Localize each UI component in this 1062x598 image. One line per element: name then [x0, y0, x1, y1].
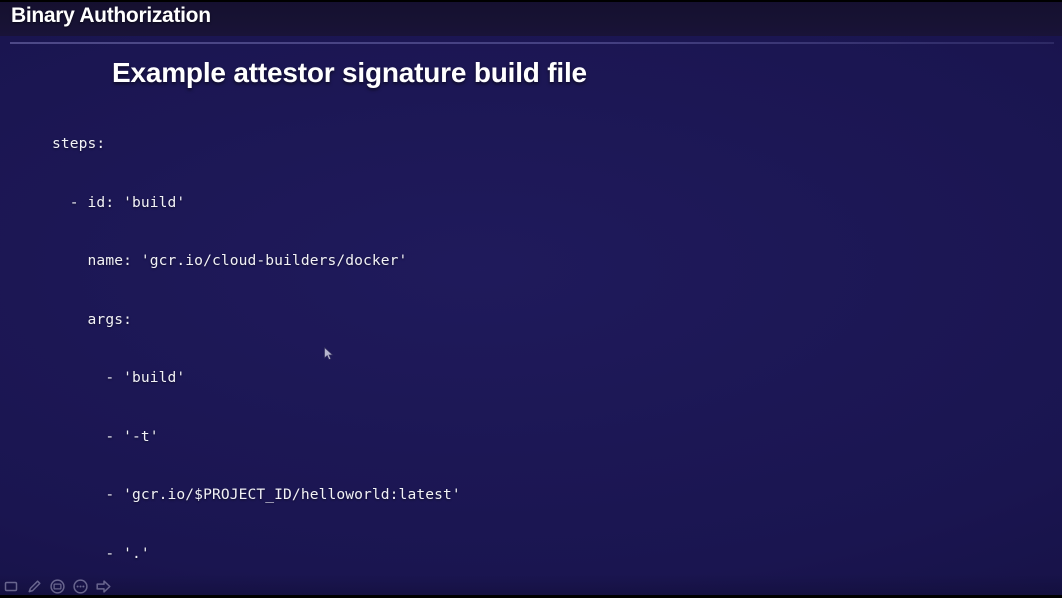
- next-slide-arrow-icon[interactable]: [93, 576, 114, 597]
- pointer-icon[interactable]: [1, 576, 22, 597]
- presentation-title: Binary Authorization: [11, 4, 211, 27]
- code-line: args:: [52, 310, 132, 328]
- code-line: name: 'gcr.io/cloud-builders/docker': [52, 252, 408, 269]
- code-line: - 'gcr.io/$PROJECT_ID/helloworld:latest': [52, 486, 461, 503]
- slide-header-bar: Binary Authorization: [0, 0, 1062, 36]
- pen-icon[interactable]: [24, 576, 45, 597]
- presentation-icon[interactable]: [47, 576, 68, 597]
- letterbox-bottom-bar: [0, 595, 1062, 598]
- code-line: - 'build': [52, 369, 186, 386]
- presentation-toolbar[interactable]: [0, 574, 1062, 598]
- mouse-cursor-icon: [324, 346, 335, 361]
- code-line: - id: 'build': [52, 193, 186, 211]
- letterbox-top-bar: [0, 0, 1062, 2]
- code-line: - '.': [52, 544, 150, 562]
- header-divider: [10, 42, 1054, 44]
- code-line: steps:: [52, 135, 106, 152]
- more-options-icon[interactable]: [70, 576, 91, 597]
- code-line: - '-t': [52, 427, 159, 445]
- code-block: steps: - id: 'build' name: 'gcr.io/cloud…: [52, 95, 1052, 598]
- slide-title: Example attestor signature build file: [112, 57, 587, 88]
